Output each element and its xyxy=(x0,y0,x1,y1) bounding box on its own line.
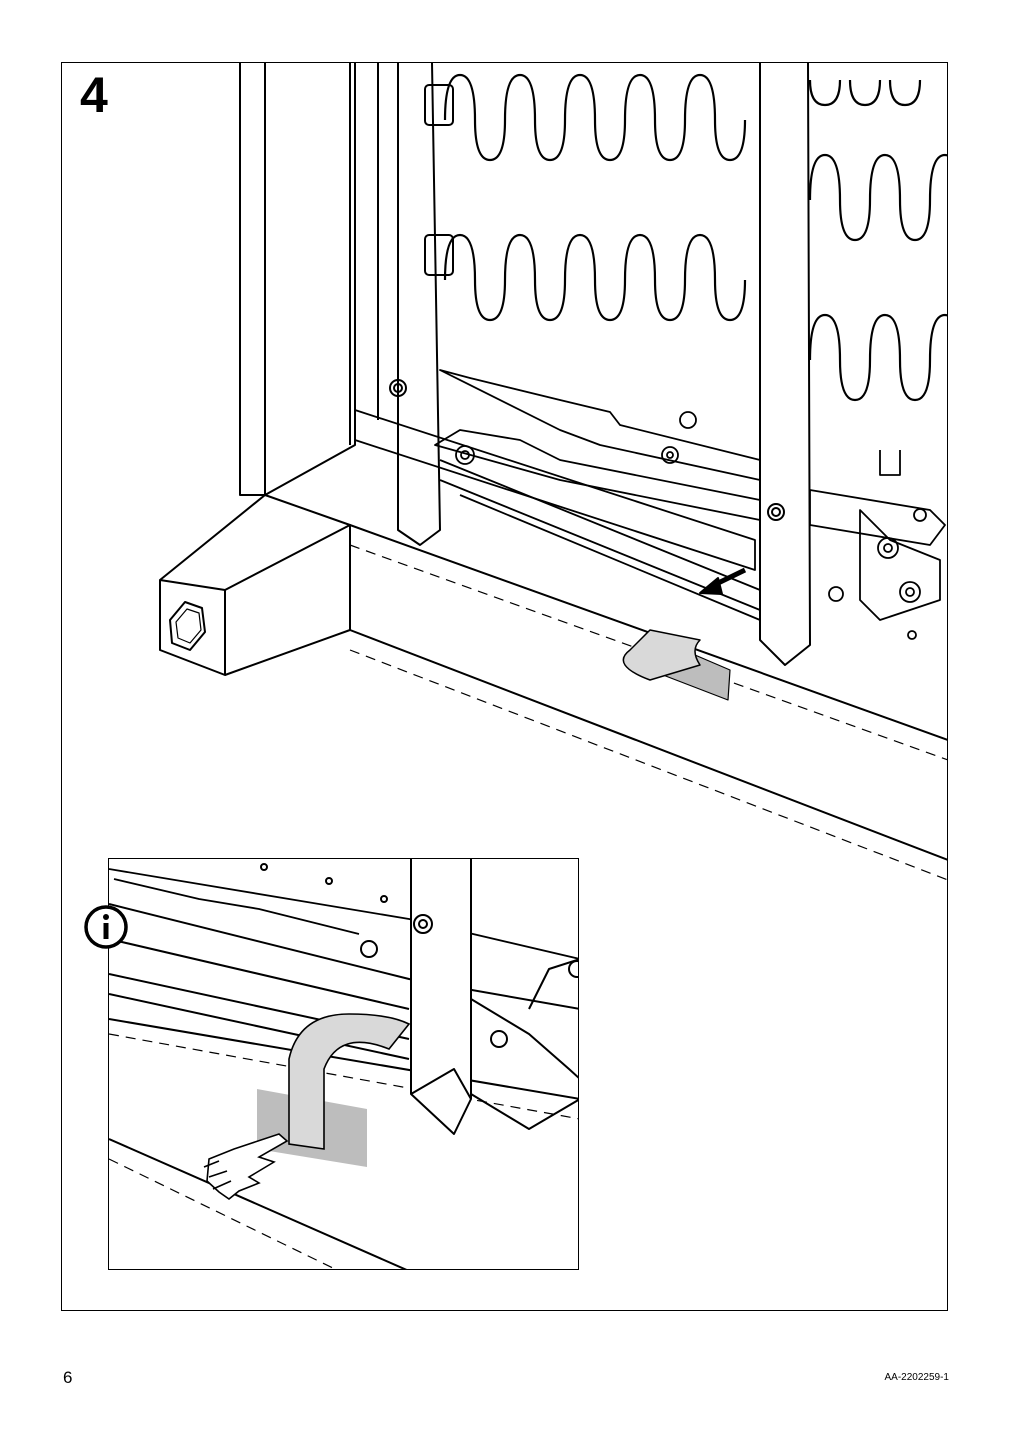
pointing-hand-icon xyxy=(203,1133,289,1200)
tape-strip xyxy=(622,629,731,701)
inset-illustration xyxy=(109,859,578,1269)
recliner-mechanism xyxy=(354,369,946,640)
main-illustration xyxy=(159,63,947,881)
page-number: 6 xyxy=(63,1368,73,1387)
step-number: 4 xyxy=(80,67,108,123)
base-rail xyxy=(349,524,947,881)
spring-clip xyxy=(424,234,454,276)
info-inset xyxy=(108,858,579,1270)
armrest-frame xyxy=(159,63,356,676)
pull-direction-arrow-icon xyxy=(699,567,747,595)
tape-and-strap xyxy=(257,1013,411,1167)
step-frame xyxy=(61,62,948,1311)
spring-clip xyxy=(424,84,454,126)
back-posts xyxy=(377,63,811,666)
spring-coils xyxy=(443,73,947,402)
info-icon xyxy=(84,905,128,949)
document-code: AA-2202259-1 xyxy=(884,1372,950,1383)
